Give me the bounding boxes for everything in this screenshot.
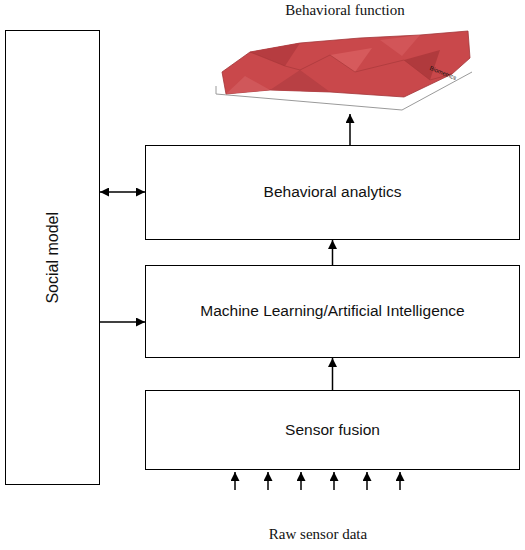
surface-facet [250, 43, 300, 66]
model-band: Social model [5, 30, 100, 485]
flow-arrow [100, 191, 145, 193]
surface-facet [270, 70, 330, 92]
box-label: Social model [43, 212, 62, 304]
caption-label: Behavioral function [235, 2, 455, 19]
process-box: Behavioral analytics [145, 145, 520, 240]
surface-facet [380, 35, 420, 56]
surface-facet [330, 48, 372, 72]
surface-plot [222, 31, 470, 97]
sensor-input-arrows [235, 472, 400, 490]
plot-axis [216, 86, 217, 94]
surface-mesh [250, 52, 452, 80]
surface-facet [404, 50, 440, 80]
box-label: Machine Learning/Artificial Intelligence [200, 302, 465, 321]
caption-label: Raw sensor data [218, 526, 418, 543]
flow-arrow [332, 240, 334, 265]
output-arrow [349, 114, 351, 145]
process-box: Machine Learning/Artificial Intelligence [145, 265, 520, 358]
flow-arrow [100, 321, 145, 323]
box-label: Sensor fusion [285, 421, 380, 440]
flow-arrow [332, 358, 334, 390]
surface-facet [226, 76, 270, 94]
process-box: Sensor fusion [145, 390, 520, 470]
box-label: Behavioral analytics [264, 183, 402, 202]
